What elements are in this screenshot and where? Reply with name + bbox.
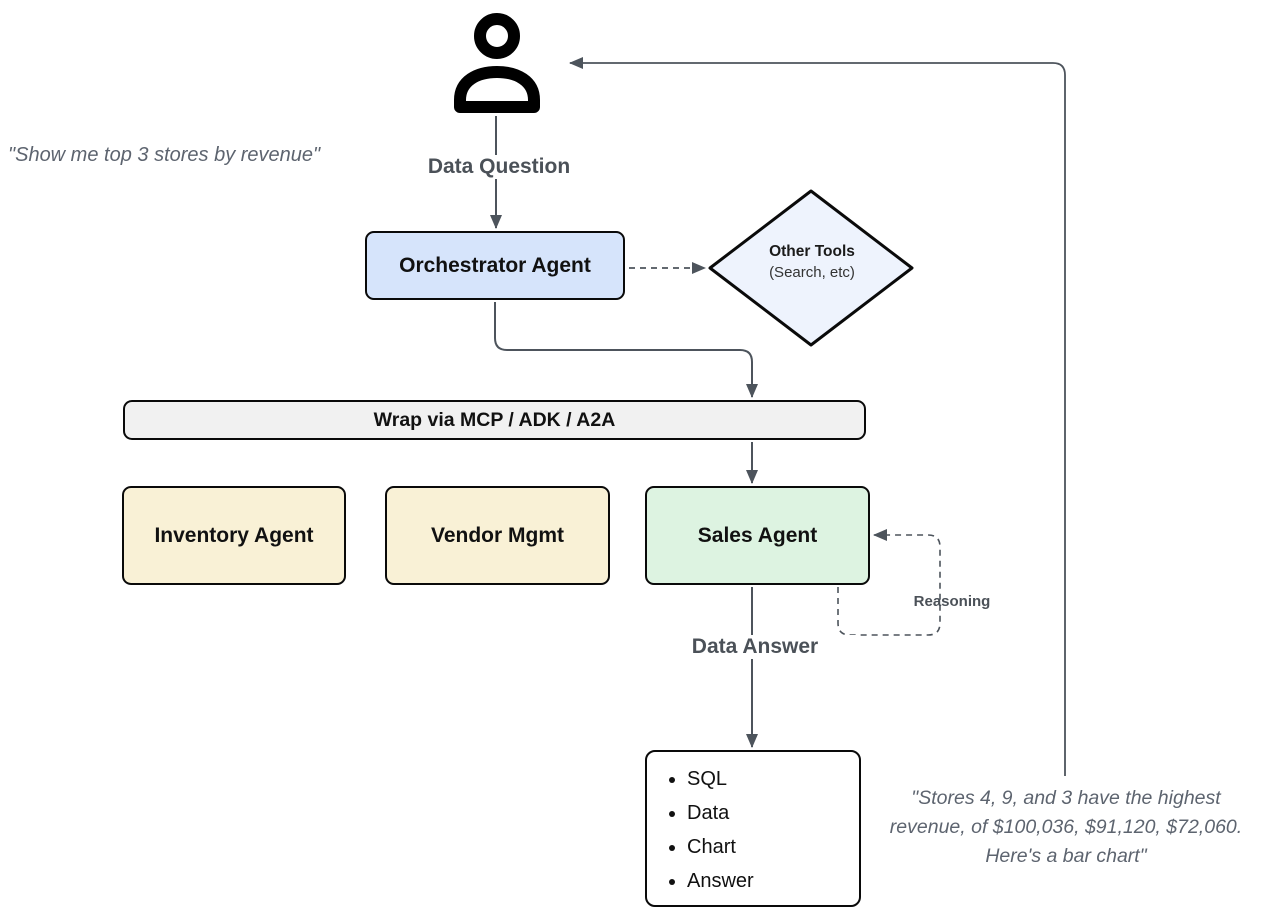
- other-tools-node: Other Tools (Search, etc): [736, 241, 888, 283]
- other-tools-diamond: [708, 189, 914, 347]
- edge-orchestrator-to-wrap: [494, 302, 758, 398]
- edge-sales-reasoning-loop: [837, 529, 941, 636]
- inventory-agent-label: Inventory Agent: [154, 523, 314, 547]
- user-question-quote: "Show me top 3 stores by revenue": [8, 144, 321, 166]
- person-icon: [454, 13, 540, 113]
- agent-answer-quote-line1: "Stores 4, 9, and 3 have the highest: [911, 787, 1221, 809]
- agent-answer-quote-line2: revenue, of $100,036, $91,120, $72,060.: [889, 816, 1243, 838]
- agent-answer-quote-line3: Here's a bar chart": [985, 845, 1147, 867]
- sales-agent-label: Sales Agent: [697, 523, 818, 547]
- output-item-chart: Chart: [687, 830, 859, 864]
- data-answer-label: Data Answer: [652, 635, 858, 659]
- other-tools-title: Other Tools: [769, 243, 855, 260]
- sales-agent-node: Sales Agent: [645, 486, 870, 585]
- inventory-agent-node: Inventory Agent: [122, 486, 346, 585]
- reasoning-label: Reasoning: [913, 593, 991, 610]
- output-list: SQL Data Chart Answer: [647, 762, 859, 898]
- orchestrator-agent-node: Orchestrator Agent: [365, 231, 625, 300]
- wrap-layer-node: Wrap via MCP / ADK / A2A: [123, 400, 866, 440]
- vendor-mgmt-node: Vendor Mgmt: [385, 486, 610, 585]
- wrap-layer-label: Wrap via MCP / ADK / A2A: [373, 408, 616, 431]
- edge-answer-to-user: [569, 57, 1066, 776]
- output-list-node: SQL Data Chart Answer: [645, 750, 861, 907]
- vendor-mgmt-label: Vendor Mgmt: [430, 523, 564, 547]
- output-item-sql: SQL: [687, 762, 859, 796]
- agent-answer-quote: "Stores 4, 9, and 3 have the highest rev…: [864, 784, 1264, 871]
- other-tools-subtitle: (Search, etc): [769, 264, 855, 281]
- output-item-data: Data: [687, 796, 859, 830]
- orchestrator-agent-label: Orchestrator Agent: [399, 253, 591, 277]
- output-item-answer: Answer: [687, 864, 859, 898]
- data-question-label: Data Question: [396, 155, 602, 179]
